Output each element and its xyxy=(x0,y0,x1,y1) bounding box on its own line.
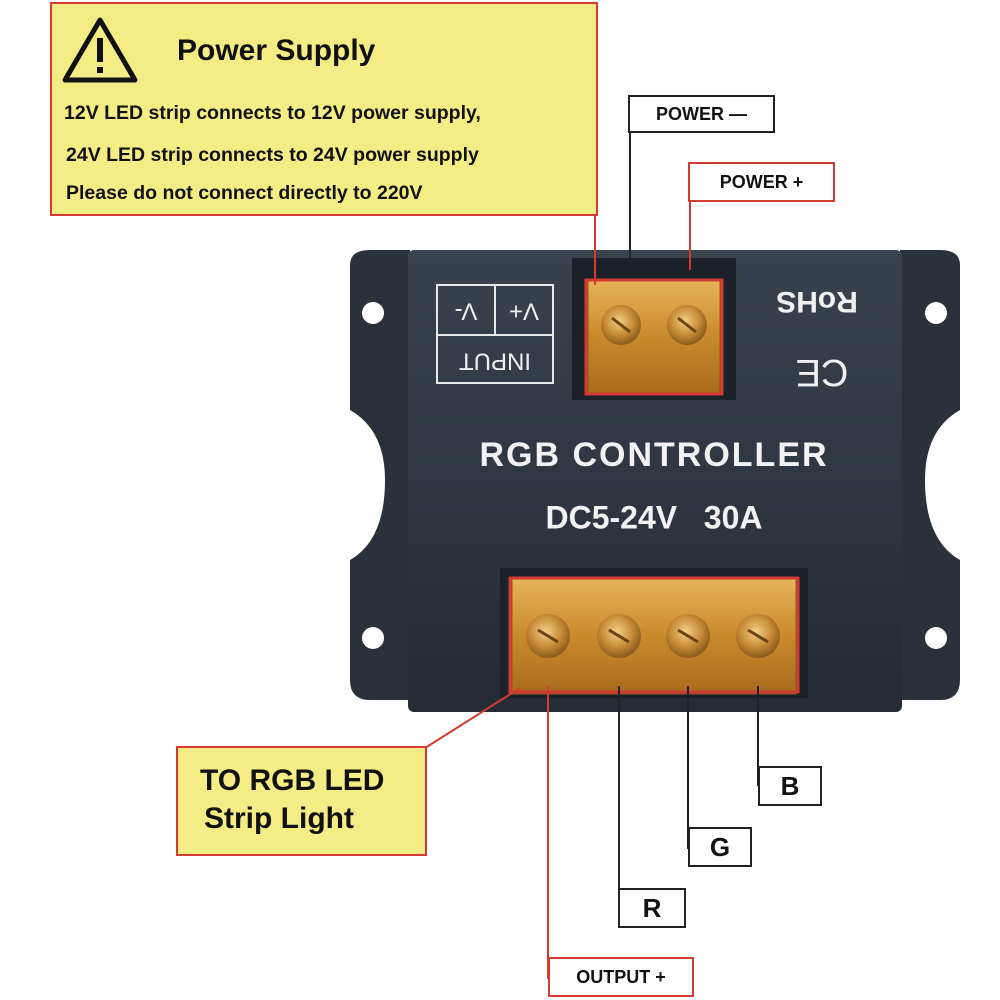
v-minus-label: V- xyxy=(455,298,478,325)
power-supply-warning: Power Supply 12V LED strip connects to 1… xyxy=(50,2,598,216)
device-rating: DC5-24V 30A xyxy=(546,499,763,535)
mount-hole-top-left xyxy=(362,302,384,324)
mount-hole-top-right xyxy=(925,302,947,324)
to-rgb-leader xyxy=(424,687,521,749)
warning-line-1: 12V LED strip connects to 12V power supp… xyxy=(64,102,481,124)
device-title: RGB CONTROLLER xyxy=(479,436,828,474)
warning-line-2: 24V LED strip connects to 24V power supp… xyxy=(66,144,479,166)
to-rgb-line-2: Strip Light xyxy=(204,802,354,835)
output-plus-label: OUTPUT + xyxy=(548,957,694,997)
mount-hole-bottom-right xyxy=(925,627,947,649)
ce-mark: CE xyxy=(796,351,849,393)
to-rgb-line-1: TO RGB LED xyxy=(200,764,385,797)
power-minus-label: POWER — xyxy=(628,95,775,133)
rohs-mark: RoHS xyxy=(776,285,858,318)
v-plus-label: V+ xyxy=(509,298,539,325)
input-label: INPUT xyxy=(459,348,531,375)
channel-g-label: G xyxy=(688,827,752,867)
r-leader xyxy=(618,686,620,909)
channel-b-label: B xyxy=(758,766,822,806)
warning-line-3: Please do not connect directly to 220V xyxy=(66,182,423,204)
mount-hole-bottom-left xyxy=(362,627,384,649)
channel-r-label: R xyxy=(618,888,686,928)
warning-triangle-icon xyxy=(62,17,138,83)
right-mounting-flange xyxy=(900,250,960,700)
to-rgb-callout: TO RGB LED Strip Light xyxy=(176,746,427,856)
warning-title: Power Supply xyxy=(177,34,376,67)
output-plus-leader xyxy=(547,686,550,979)
power-plus-label: POWER + xyxy=(688,162,835,202)
left-mounting-flange xyxy=(350,250,410,700)
